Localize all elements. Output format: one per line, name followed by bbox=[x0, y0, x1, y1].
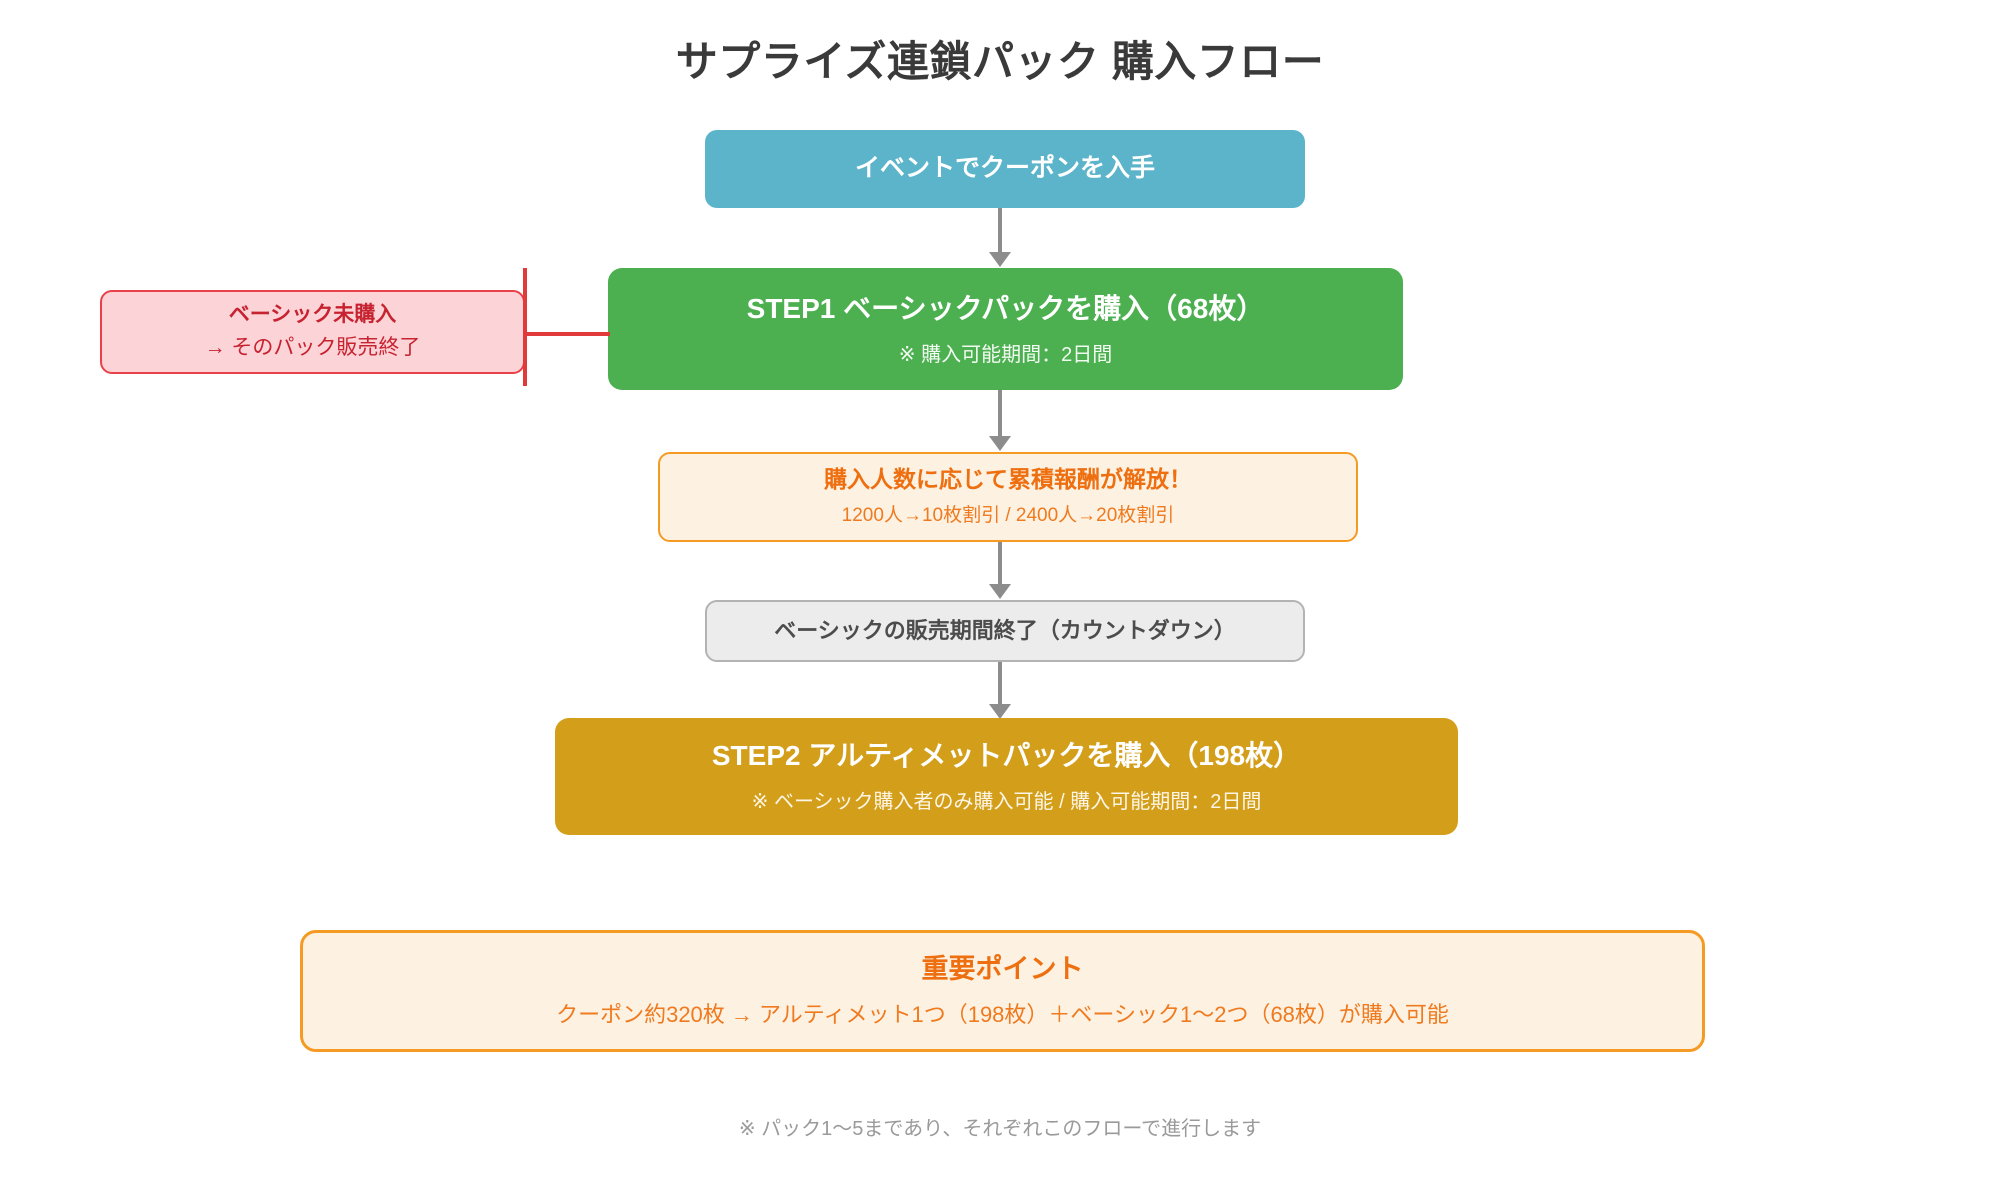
node-cumulative-reward[interactable]: 購入人数に応じて累積報酬が解放！ 1200人→10枚割引 / 2400人→20枚… bbox=[658, 452, 1358, 542]
connector-line bbox=[998, 390, 1002, 438]
arrow-head-icon bbox=[989, 704, 1011, 719]
node-important-title: 重要ポイント bbox=[921, 953, 1084, 984]
node-step1-title: STEP1 ベーシックパックを購入（68枚） bbox=[746, 292, 1265, 324]
footer-note: ※ パック1〜5まであり、それぞれこのフローで進行します bbox=[738, 1118, 1262, 1140]
node-warning-not-purchased[interactable]: ベーシック未購入 → そのパック販売終了 bbox=[100, 290, 525, 374]
connector-line-horizontal bbox=[525, 332, 610, 336]
connector-line-vertical bbox=[523, 268, 527, 386]
node-warning-title: ベーシック未購入 bbox=[228, 303, 397, 327]
node-warning-subtitle: → そのパック販売終了 bbox=[204, 336, 421, 360]
connector-line bbox=[998, 208, 1002, 254]
arrow-head-icon bbox=[989, 252, 1011, 267]
node-countdown-title: ベーシックの販売期間終了（カウントダウン） bbox=[774, 618, 1236, 644]
node-reward-subtitle: 1200人→10枚割引 / 2400人→20枚割引 bbox=[841, 505, 1175, 527]
node-step1-subtitle: ※ 購入可能期間：2日間 bbox=[898, 343, 1113, 366]
arrow-head-icon bbox=[989, 584, 1011, 599]
node-start-get-coupon[interactable]: イベントでクーポンを入手 bbox=[705, 130, 1305, 208]
node-step2-title: STEP2 アルティメットパックを購入（198枚） bbox=[711, 740, 1302, 771]
page-title: サプライズ連鎖パック 購入フロー bbox=[675, 38, 1325, 85]
arrow-head-icon bbox=[989, 436, 1011, 451]
node-step2-ultimate-pack[interactable]: STEP2 アルティメットパックを購入（198枚） ※ ベーシック購入者のみ購入… bbox=[555, 718, 1458, 835]
connector-line bbox=[998, 542, 1002, 586]
node-reward-title: 購入人数に応じて累積報酬が解放！ bbox=[824, 466, 1192, 493]
node-step2-subtitle: ※ ベーシック購入者のみ購入可能 / 購入可能期間：2日間 bbox=[751, 791, 1262, 813]
node-important-subtitle: クーポン約320枚 → アルティメット1つ（198枚）＋ベーシック1〜2つ（68… bbox=[556, 1001, 1449, 1027]
node-step1-basic-pack[interactable]: STEP1 ベーシックパックを購入（68枚） ※ 購入可能期間：2日間 bbox=[608, 268, 1403, 390]
node-countdown-sale-end[interactable]: ベーシックの販売期間終了（カウントダウン） bbox=[705, 600, 1305, 662]
connector-line bbox=[998, 662, 1002, 706]
node-important-points[interactable]: 重要ポイント クーポン約320枚 → アルティメット1つ（198枚）＋ベーシック… bbox=[300, 930, 1705, 1052]
node-start-title: イベントでクーポンを入手 bbox=[854, 154, 1155, 183]
